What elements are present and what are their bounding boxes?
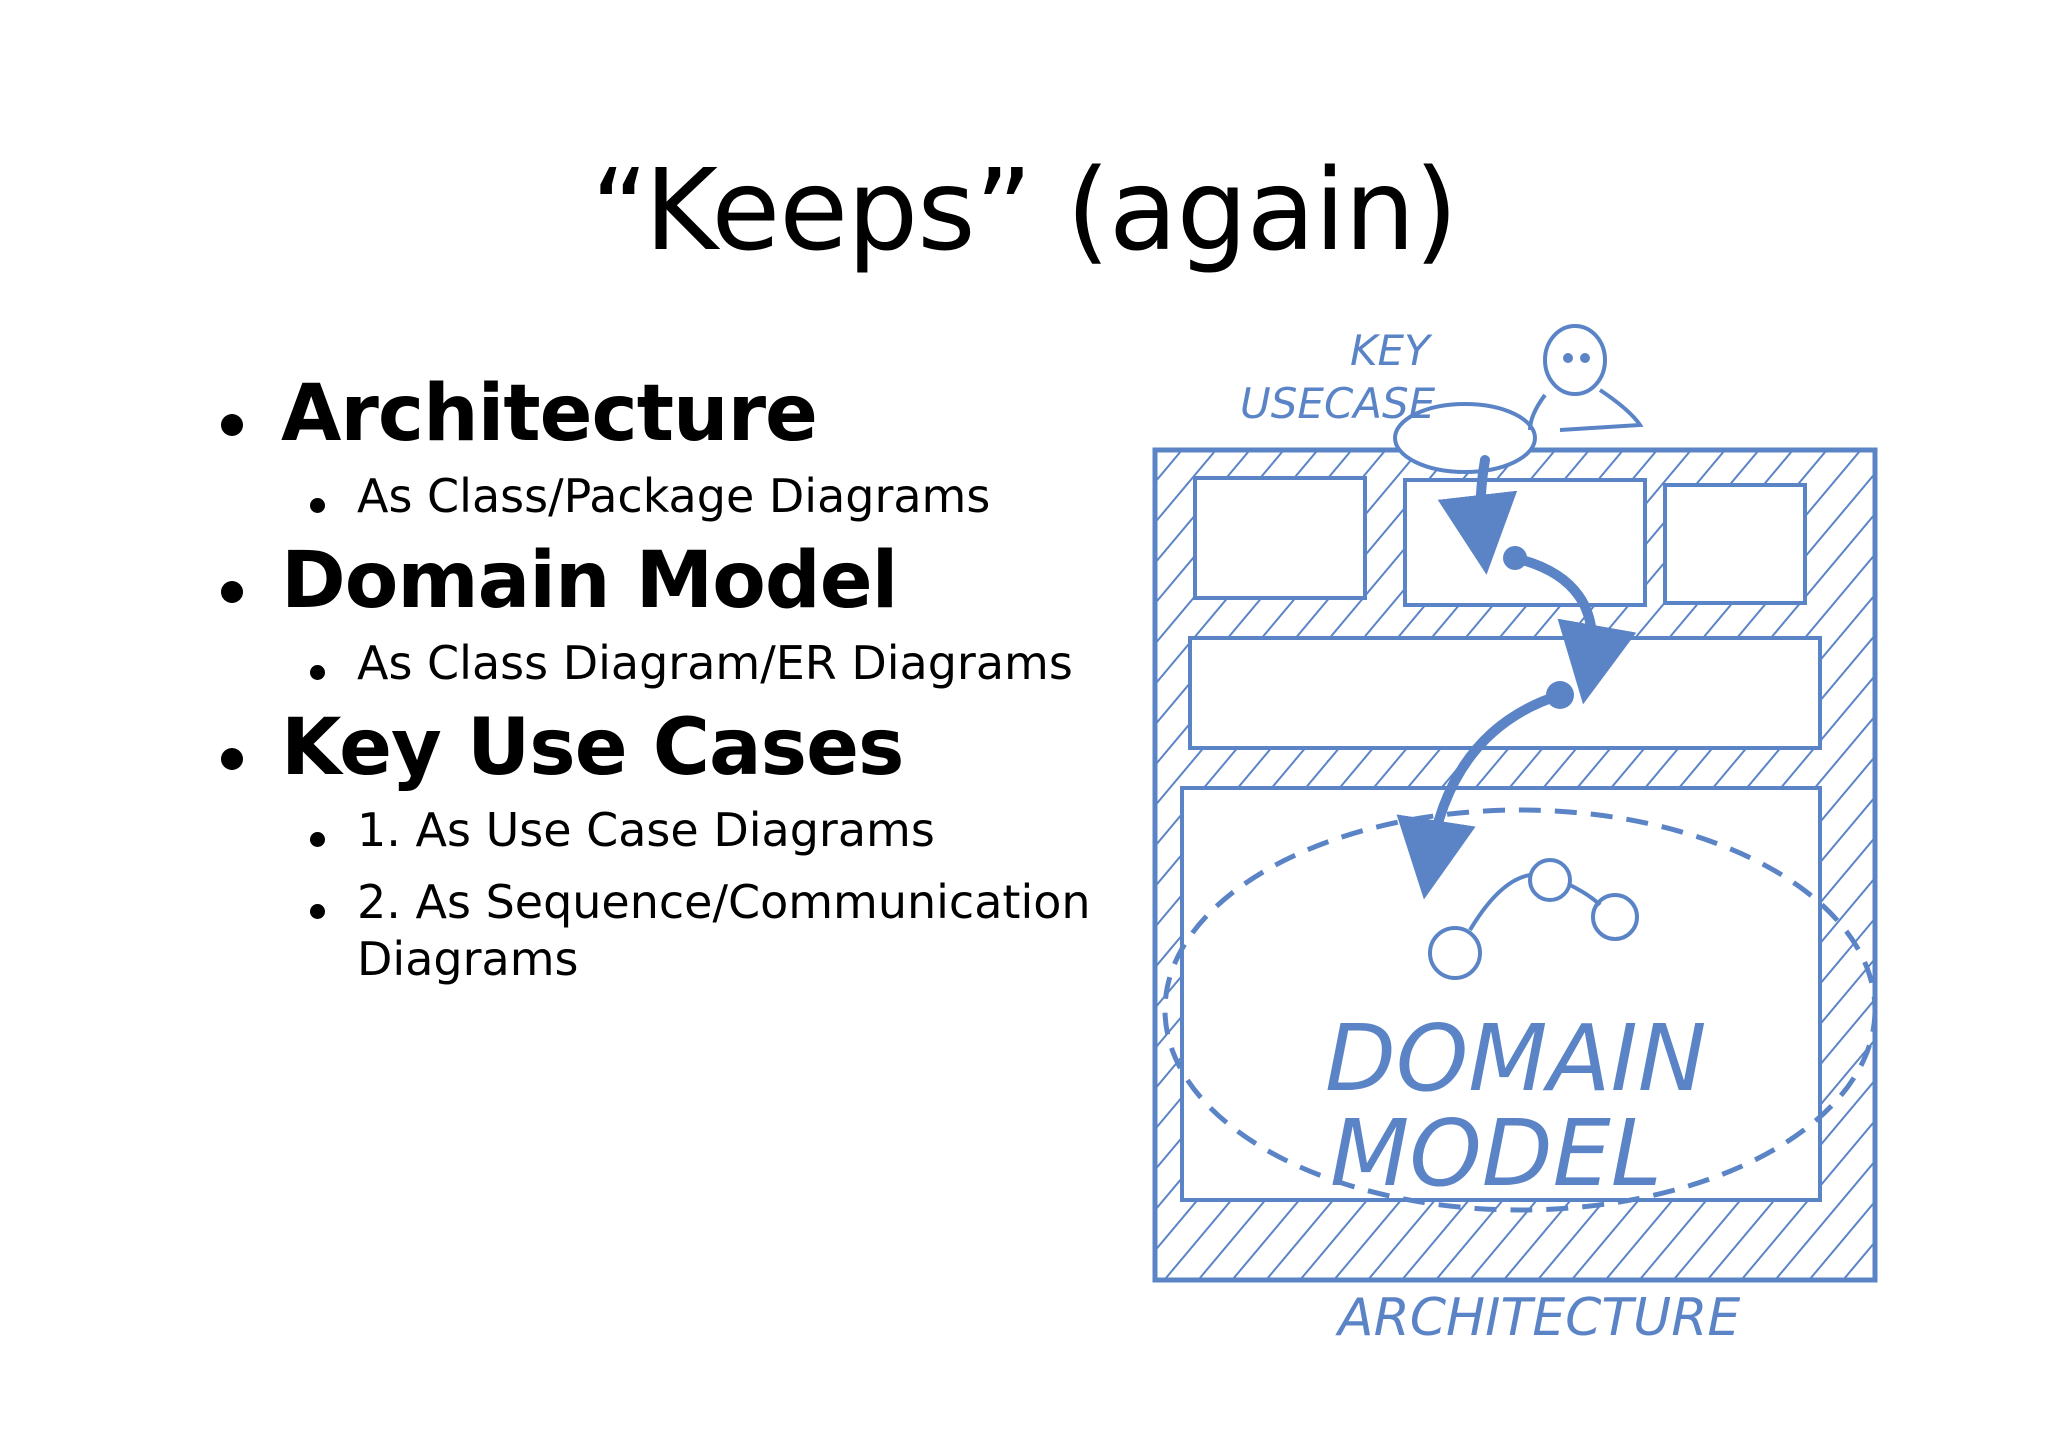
slide-title: “Keeps” (again) bbox=[590, 146, 1458, 276]
sketch-label-domain: DOMAIN bbox=[1325, 1005, 1707, 1112]
bullet-domain-model: Domain Model bbox=[215, 536, 1145, 627]
bullet-key-use-cases: Key Use Cases bbox=[215, 704, 1145, 794]
domain-ellipse bbox=[1162, 807, 1878, 1213]
sketch-label-model: MODEL bbox=[1330, 1100, 1662, 1207]
flow-arrows bbox=[1396, 455, 1637, 900]
sub-bullet-sequence-diagrams: 2. As Sequence/Communication Diagrams bbox=[215, 874, 1137, 989]
architecture-sketch: KEY USECASE DOMAIN MODEL ARCHITECTURE bbox=[1152, 324, 1878, 1348]
sub-bullet-use-case-diagrams: 1. As Use Case Diagrams bbox=[215, 802, 1145, 860]
use-case-ellipse bbox=[1393, 402, 1537, 474]
sketch-label-architecture: ARCHITECTURE bbox=[1335, 1288, 1740, 1348]
service-layer-box bbox=[1188, 636, 1822, 750]
bullet-architecture: Architecture bbox=[215, 369, 1145, 460]
bullet-list: Architecture As Class/Package Diagrams D… bbox=[215, 369, 1145, 989]
sub-bullet-architecture: As Class/Package Diagrams bbox=[215, 468, 1145, 526]
sketch-label-key: KEY bbox=[1350, 326, 1433, 375]
actor-figure bbox=[1528, 324, 1644, 432]
component-box-middle bbox=[1403, 478, 1647, 607]
domain-objects bbox=[1428, 858, 1639, 980]
component-box-right bbox=[1663, 483, 1807, 605]
component-box-left bbox=[1193, 476, 1367, 600]
sketch-label-usecase: USECASE bbox=[1240, 379, 1436, 428]
sub-bullet-domain-model: As Class Diagram/ER Diagrams bbox=[215, 635, 1145, 693]
